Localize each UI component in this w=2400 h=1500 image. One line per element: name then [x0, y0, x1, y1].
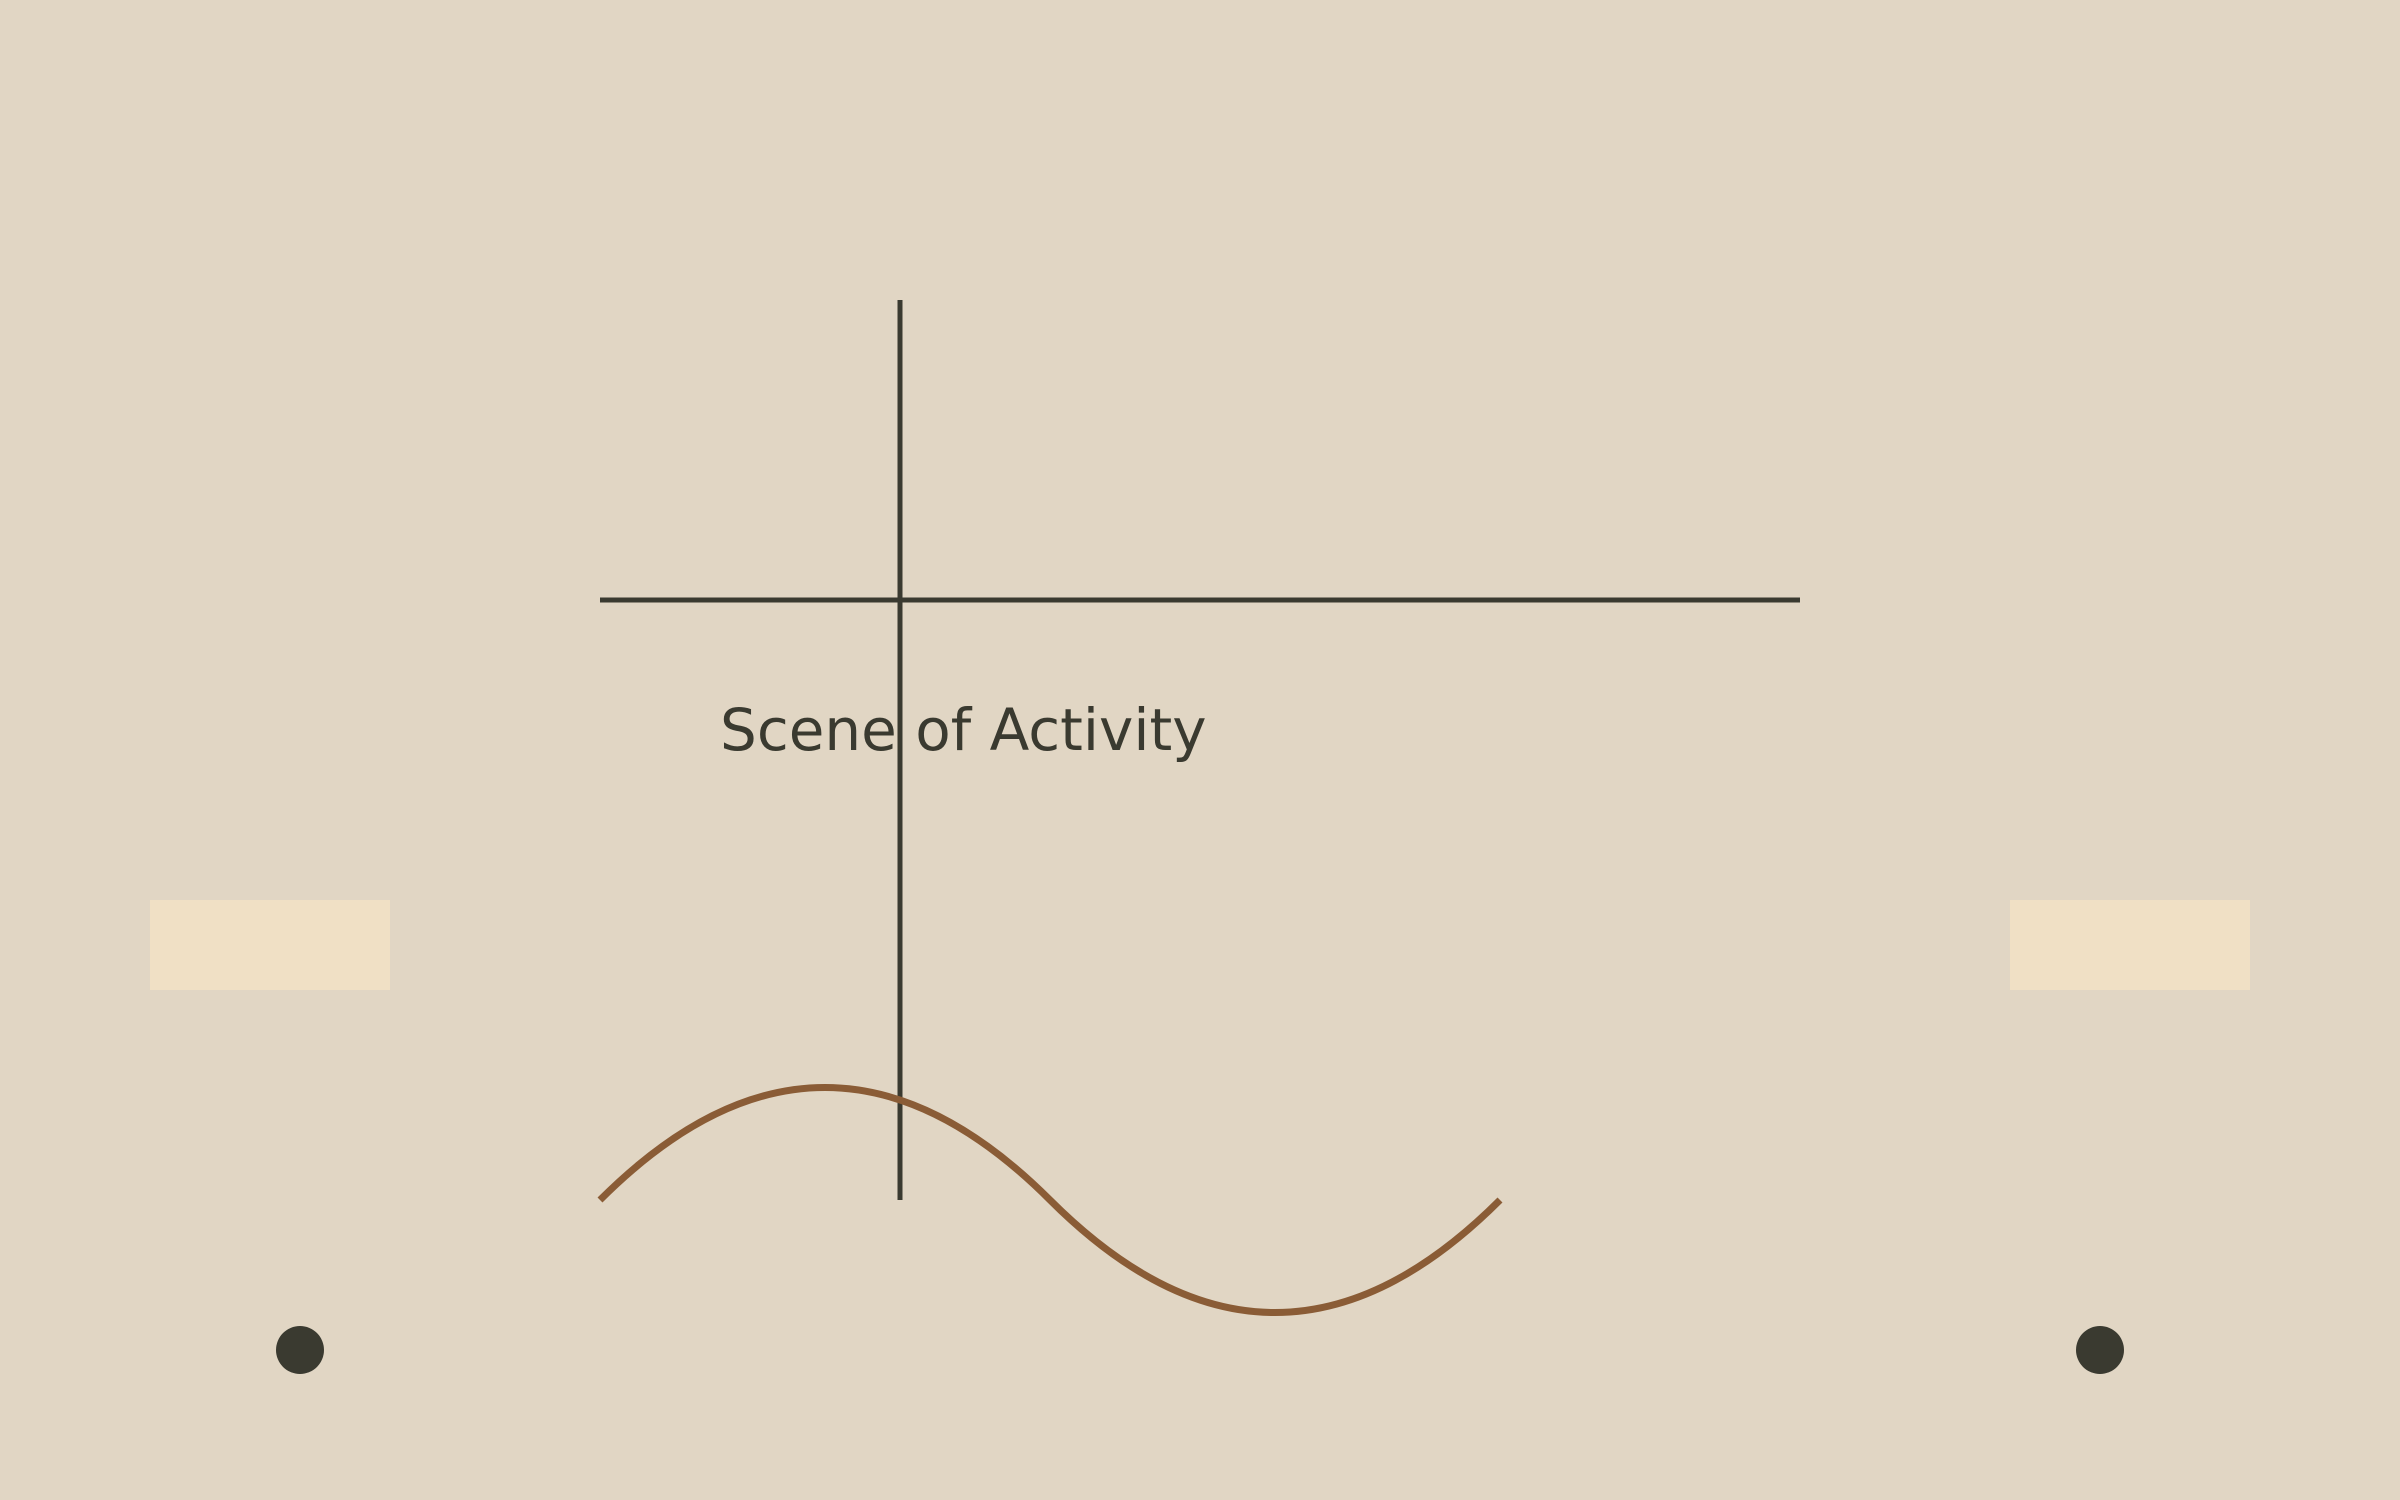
- left-dot: [276, 1326, 324, 1374]
- right-panel: [2010, 900, 2250, 990]
- scene-caption: Scene of Activity: [720, 696, 1207, 764]
- right-dot: [2076, 1326, 2124, 1374]
- left-panel: [150, 900, 390, 990]
- wave-curve: [597, 1084, 1503, 1316]
